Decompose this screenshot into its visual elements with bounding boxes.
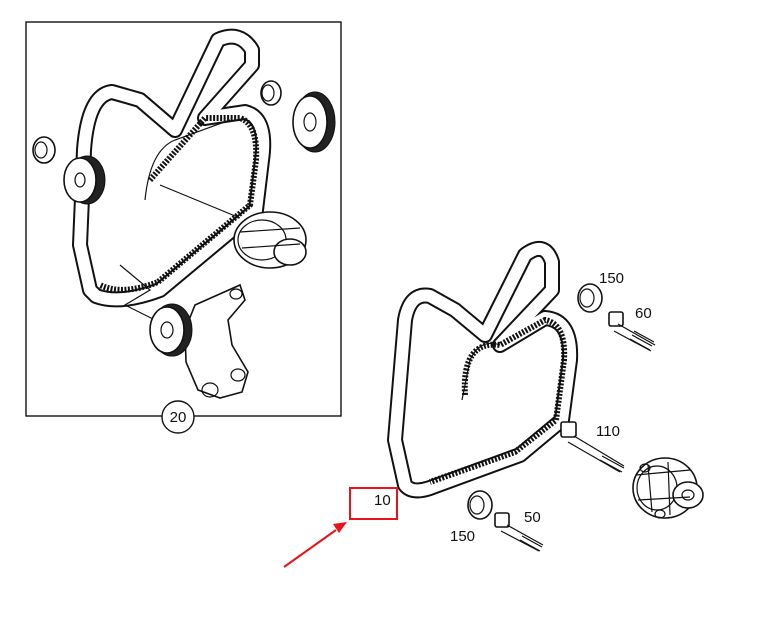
- inset-leader-b: [119, 264, 176, 331]
- inset-tensioner: [233, 211, 307, 269]
- seal-lower: [467, 490, 493, 520]
- highlight-arrow: [283, 522, 347, 568]
- bolt-upper: [608, 311, 656, 352]
- main-tensioner: [632, 457, 704, 519]
- callout-150-lower: 150: [450, 528, 475, 545]
- inset-assembly: 20: [25, 21, 342, 434]
- inset-bracket-pulley: [149, 303, 193, 357]
- inset-pulley-right: [292, 91, 336, 153]
- inset-leader-a: [159, 184, 241, 219]
- callout-circle-20: [161, 400, 195, 434]
- bolt-lower: [494, 512, 544, 552]
- inset-pulley-left: [63, 155, 106, 205]
- inset-belt: [72, 28, 272, 308]
- callout-50: 50: [524, 509, 541, 526]
- bolt-middle: [560, 421, 625, 473]
- callout-20-label: 20: [170, 409, 187, 426]
- main-belt: [387, 240, 579, 499]
- callout-60: 60: [635, 305, 652, 322]
- inset-bracket: [184, 283, 249, 399]
- seal-upper: [577, 283, 603, 313]
- callout-150-upper: 150: [599, 270, 624, 287]
- inset-seal-top: [260, 80, 282, 106]
- callout-10: 10: [374, 492, 391, 509]
- inset-seal-left: [32, 136, 56, 164]
- callout-110: 110: [596, 423, 620, 440]
- highlight-box: [349, 487, 398, 520]
